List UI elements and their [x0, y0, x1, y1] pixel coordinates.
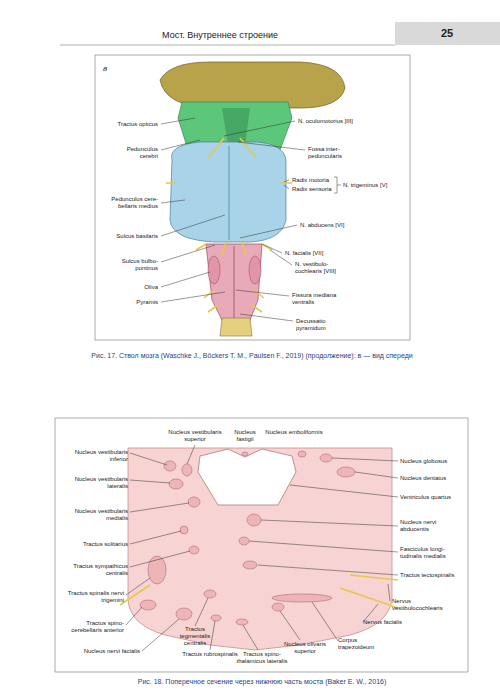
anatomy-label: Nucleus globosus — [400, 458, 466, 465]
anatomy-label: Tractus tectospinalis — [400, 572, 466, 579]
anatomy-label: Tractus spino- thalamicus lateralis — [234, 651, 290, 665]
anatomy-label: Pyramis — [116, 299, 158, 306]
anatomy-label: Fossa inter- peduncularis — [308, 146, 364, 160]
anatomy-label: Nucleus vestibularis medialis — [64, 508, 128, 522]
anatomy-label: N. facialis [VII] — [285, 250, 365, 257]
anatomy-label: Tractus rubrospinalis — [181, 651, 239, 658]
anatomy-label: Nucleus vestibularis superior — [163, 429, 227, 443]
anatomy-label: Pedunculus cerebri — [116, 146, 158, 160]
anatomy-label: Nucleus nervi abducentis — [400, 519, 462, 533]
anatomy-label: Tractus spinalis nervi trigemini — [64, 590, 124, 604]
anatomy-label: Nucleus emboliformis — [265, 429, 323, 436]
anatomy-label: Nervus vestibulocochlearis — [392, 598, 458, 612]
anatomy-label: Tractus sympathicus centralis — [64, 563, 128, 577]
anatomy-label: Tractus solitarius — [58, 541, 128, 548]
page-header: Мост. Внутреннее строение — [120, 30, 320, 41]
anatomy-label: Pedunculus cere- bellaris medius — [108, 196, 158, 210]
anatomy-label: Fasciculus longi- tudinalis medialis — [400, 546, 462, 560]
anatomy-label: N. abducens [VI] — [300, 222, 380, 229]
anatomy-label: Radix motoria — [292, 177, 340, 184]
anatomy-label: Nucleus dentatus — [400, 475, 466, 482]
anatomy-label: Nucleus vestibularis lateralis — [64, 476, 128, 490]
anatomy-label: Ventriculus quartus — [400, 494, 466, 501]
anatomy-label: Tractus tegmentalis centralis — [170, 626, 220, 647]
anatomy-label: Oliva — [116, 284, 158, 291]
anatomy-label: Sulcus basilaris — [98, 233, 158, 240]
anatomy-label: N. vestibulo- cochlearis [VIII] — [295, 261, 355, 275]
anatomy-label: Decussatio pyramidum — [296, 318, 352, 332]
anatomy-label: Sulcus bulbo- pontinus — [116, 258, 158, 272]
anatomy-label: Nucleus vestibularis inferior — [64, 449, 128, 463]
anatomy-label: Tractus spino- cerebellaris anterior — [64, 620, 124, 634]
panel-letter: в — [103, 64, 115, 73]
anatomy-label: Nervus facialis — [363, 619, 433, 626]
anatomy-label: Corpus trapezoideum — [338, 637, 388, 651]
anatomy-label: Nucleus fastigii — [227, 429, 263, 443]
anatomy-label: Nucleus nervi facialis — [58, 648, 140, 655]
anatomy-label: Tractus opticus — [98, 121, 158, 128]
figure-caption: Рис. 17. Ствол мозга (Waschke J., Böcker… — [87, 351, 417, 360]
anatomy-label: Radix sensoria — [292, 186, 340, 193]
anatomy-label: Nucleus olivaris superior — [280, 641, 330, 655]
anatomy-label: Fissura mediana ventralis — [292, 292, 348, 306]
anatomy-label: N. trigeminus [V] — [343, 182, 405, 189]
figure-caption: Рис. 18. Поперечное сечение через нижнюю… — [62, 677, 462, 686]
page-number: 25 — [427, 27, 467, 40]
anatomy-label: N. oculomotorius [III] — [298, 118, 398, 125]
